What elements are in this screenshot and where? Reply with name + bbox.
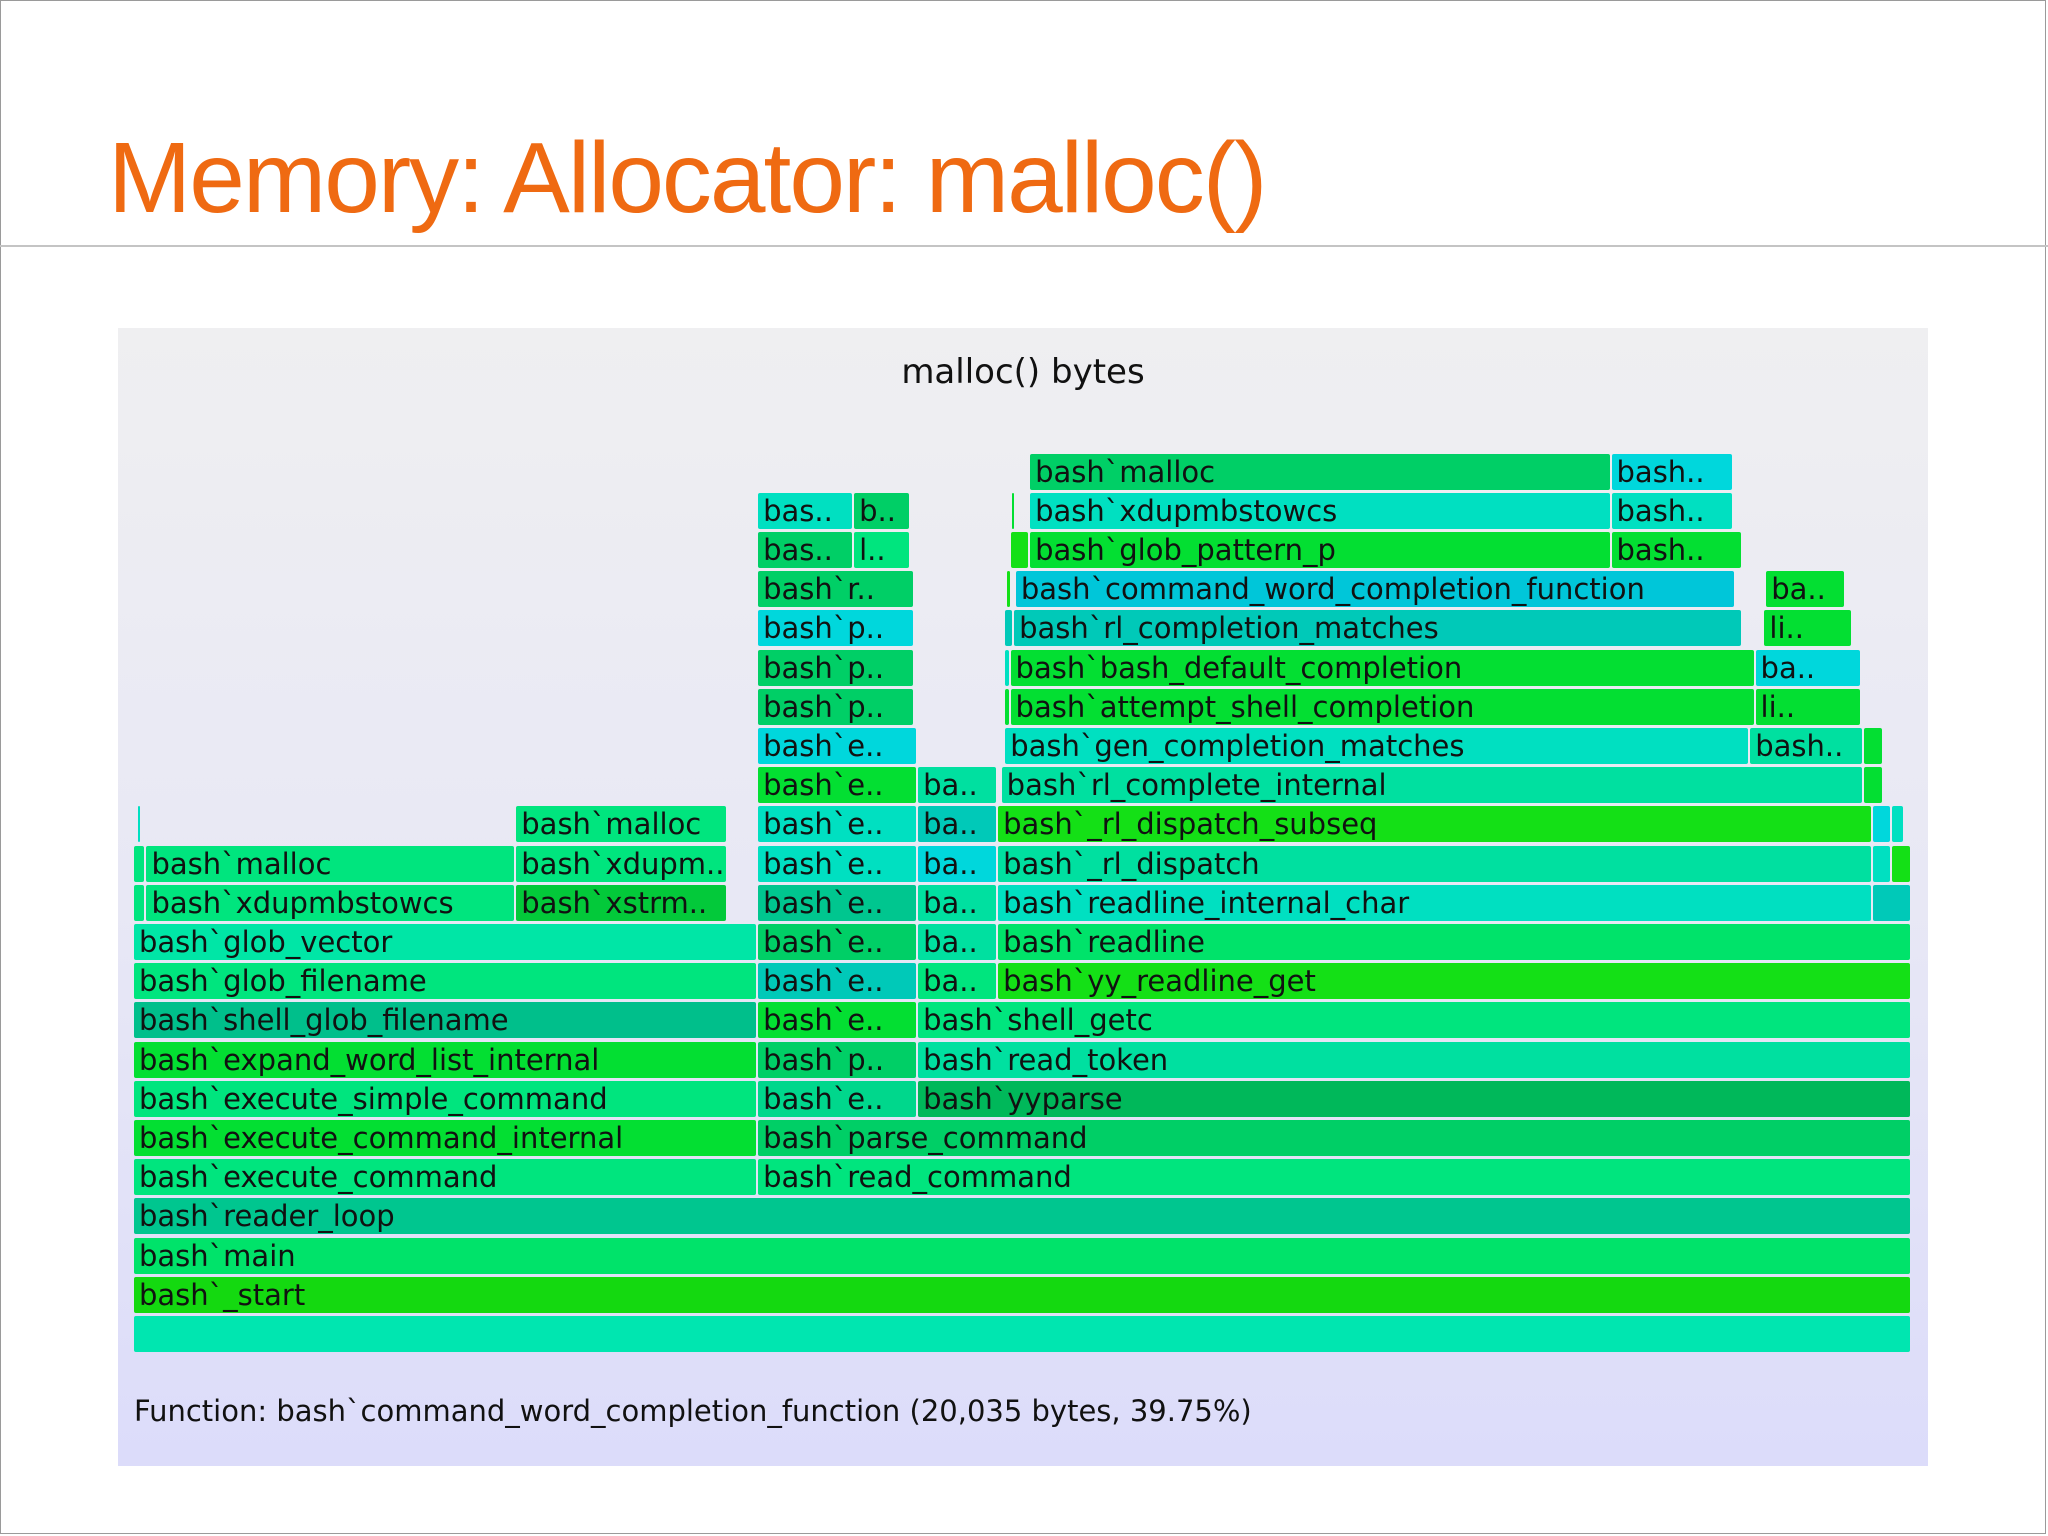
stack-frame-sliver[interactable] bbox=[1892, 845, 1910, 882]
stack-frame[interactable]: bash`_start bbox=[134, 1276, 1910, 1313]
stack-frame-sliver[interactable] bbox=[1006, 571, 1011, 608]
stack-frame[interactable]: bash`e.. bbox=[758, 767, 917, 804]
stack-frame[interactable]: bash`bash_default_completion bbox=[1010, 649, 1754, 686]
stack-frame[interactable]: ba.. bbox=[918, 963, 997, 1000]
stack-frame[interactable]: bash`yyparse bbox=[918, 1080, 1910, 1117]
function-details-status: Function: bash`command_word_completion_f… bbox=[134, 1394, 1252, 1428]
stack-frame[interactable]: bash`e.. bbox=[758, 806, 917, 843]
stack-frame[interactable]: l.. bbox=[854, 532, 909, 568]
stack-frame[interactable]: bash`readline bbox=[998, 924, 1910, 960]
stack-frame[interactable]: bash`glob_filename bbox=[134, 963, 757, 1000]
stack-frame[interactable]: li.. bbox=[1764, 610, 1852, 647]
stack-frame[interactable]: bash`e.. bbox=[758, 884, 917, 921]
stack-frame-sliver[interactable] bbox=[1005, 649, 1009, 686]
stack-frame[interactable]: bash`e.. bbox=[758, 728, 917, 764]
stack-frame[interactable]: bash`e.. bbox=[758, 963, 917, 1000]
stack-frame[interactable]: li.. bbox=[1755, 688, 1861, 725]
stack-frame[interactable]: bas.. bbox=[758, 532, 853, 568]
stack-frame-sliver[interactable] bbox=[1010, 532, 1029, 568]
stack-frame-sliver[interactable] bbox=[134, 845, 145, 882]
stack-frame[interactable]: ba.. bbox=[1755, 649, 1861, 686]
stack-frame[interactable]: bash`expand_word_list_internal bbox=[134, 1041, 757, 1078]
stack-frame[interactable]: ba.. bbox=[918, 924, 997, 960]
stack-frame[interactable]: bash`xdupmbstowcs bbox=[1030, 492, 1610, 529]
stack-frame[interactable]: bash`r.. bbox=[758, 571, 913, 608]
stack-frame[interactable]: bash`xdupm.. bbox=[516, 845, 726, 882]
stack-frame[interactable]: bash`p.. bbox=[758, 1041, 917, 1078]
stack-frame-sliver[interactable] bbox=[1005, 688, 1009, 725]
stack-frame[interactable]: bash.. bbox=[1750, 728, 1862, 764]
stack-frame[interactable]: bash`xstrm.. bbox=[516, 884, 726, 921]
stack-frame-sliver[interactable] bbox=[137, 806, 140, 843]
stack-frame[interactable]: bash`shell_glob_filename bbox=[134, 1002, 757, 1039]
stack-frame[interactable]: bash`p.. bbox=[758, 688, 913, 725]
stack-frame[interactable]: bash`gen_completion_matches bbox=[1005, 728, 1749, 764]
stack-frame[interactable]: bash`p.. bbox=[758, 649, 913, 686]
flame-graph-title: malloc() bytes bbox=[901, 352, 1145, 392]
title-divider bbox=[0, 245, 2048, 247]
stack-frame[interactable]: bash`execute_command_internal bbox=[134, 1120, 757, 1156]
stack-frame-sliver[interactable] bbox=[1872, 845, 1891, 882]
stack-frame-sliver[interactable] bbox=[134, 1316, 1910, 1352]
stack-frame-sliver[interactable] bbox=[1863, 728, 1882, 764]
slide-title: Memory: Allocator: malloc() bbox=[108, 122, 1267, 234]
stack-frame-sliver[interactable] bbox=[134, 884, 145, 921]
stack-frame[interactable]: b.. bbox=[854, 492, 909, 529]
stack-frame[interactable]: bash`e.. bbox=[758, 924, 917, 960]
stack-frame[interactable]: ba.. bbox=[918, 767, 997, 804]
stack-frame[interactable]: ba.. bbox=[918, 845, 997, 882]
stack-frame[interactable]: bash`glob_vector bbox=[134, 924, 757, 960]
stack-frame-sliver[interactable] bbox=[1872, 884, 1910, 921]
stack-frame[interactable]: bash`e.. bbox=[758, 845, 917, 882]
stack-frame[interactable]: bash`xdupmbstowcs bbox=[146, 884, 515, 921]
stack-frame[interactable]: bash`yy_readline_get bbox=[998, 963, 1910, 1000]
stack-frame[interactable]: bash`rl_completion_matches bbox=[1014, 610, 1742, 647]
stack-frame-sliver[interactable] bbox=[1005, 610, 1013, 647]
stack-frame[interactable]: bash`malloc bbox=[516, 806, 726, 843]
stack-frame-sliver[interactable] bbox=[1012, 492, 1015, 529]
stack-frame[interactable]: bash`_rl_dispatch_subseq bbox=[998, 806, 1871, 843]
stack-frame[interactable]: bash`parse_command bbox=[758, 1120, 1910, 1156]
stack-frame[interactable]: bash`malloc bbox=[1030, 453, 1610, 490]
stack-frame-sliver[interactable] bbox=[1872, 806, 1891, 843]
stack-frame[interactable]: bash`command_word_completion_function bbox=[1015, 571, 1734, 608]
stack-frame-sliver[interactable] bbox=[1863, 767, 1882, 804]
stack-frame[interactable]: bash`reader_loop bbox=[134, 1198, 1910, 1235]
stack-frame[interactable]: bas.. bbox=[758, 492, 853, 529]
stack-frame[interactable]: bash`execute_simple_command bbox=[134, 1080, 757, 1117]
stack-frame-sliver[interactable] bbox=[1892, 806, 1903, 843]
stack-frame[interactable]: bash`read_command bbox=[758, 1159, 1910, 1196]
stack-frame[interactable]: bash`execute_command bbox=[134, 1159, 757, 1196]
stack-frame[interactable]: bash.. bbox=[1611, 492, 1733, 529]
stack-frame[interactable]: bash`e.. bbox=[758, 1002, 917, 1039]
stack-frame[interactable]: ba.. bbox=[918, 884, 997, 921]
stack-frame[interactable]: bash`read_token bbox=[918, 1041, 1910, 1078]
stack-frame[interactable]: bash.. bbox=[1611, 532, 1742, 568]
stack-frame[interactable]: bash`readline_internal_char bbox=[998, 884, 1871, 921]
stack-frame[interactable]: bash`main bbox=[134, 1237, 1910, 1274]
stack-frame[interactable]: bash`rl_complete_internal bbox=[1001, 767, 1862, 804]
stack-frame[interactable]: bash`attempt_shell_completion bbox=[1010, 688, 1754, 725]
stack-frame[interactable]: bash`p.. bbox=[758, 610, 913, 647]
stack-frame[interactable]: bash`malloc bbox=[146, 845, 515, 882]
stack-frame[interactable]: bash`_rl_dispatch bbox=[998, 845, 1871, 882]
stack-frame[interactable]: ba.. bbox=[1766, 571, 1845, 608]
stack-frame[interactable]: bash`glob_pattern_p bbox=[1030, 532, 1610, 568]
stack-frame[interactable]: bash.. bbox=[1611, 453, 1733, 490]
stack-frame[interactable]: bash`shell_getc bbox=[918, 1002, 1910, 1039]
stack-frame[interactable]: ba.. bbox=[918, 806, 997, 843]
stack-frame[interactable]: bash`e.. bbox=[758, 1080, 917, 1117]
